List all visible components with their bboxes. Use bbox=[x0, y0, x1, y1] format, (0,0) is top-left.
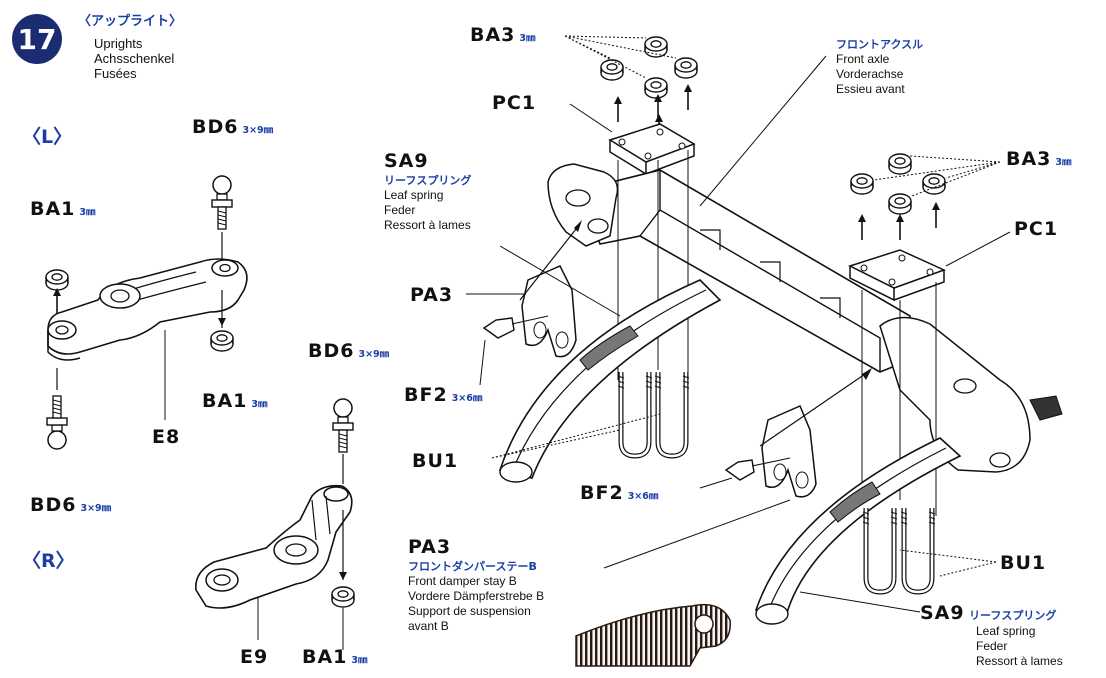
step-title-fr: Fusées bbox=[94, 66, 137, 81]
pc1-right-label: PC1 bbox=[1014, 218, 1059, 240]
step-title-jp: 〈アップライト〉 bbox=[78, 14, 183, 29]
e9-upright bbox=[195, 398, 355, 650]
step-number-badge: 17 bbox=[12, 14, 62, 64]
sa9-bottom-label: SA9 リーフスプリング Leaf spring Feder Ressort à… bbox=[920, 602, 1063, 668]
side-left-label: 〈L〉 bbox=[22, 126, 73, 148]
step-title-lines: Uprights Achsschenkel Fusées bbox=[94, 36, 174, 81]
step-title-en: Uprights bbox=[94, 36, 143, 51]
pa3-top-label: PA3 bbox=[410, 284, 454, 306]
e8-upright bbox=[45, 175, 248, 450]
front-axle-assembly bbox=[466, 35, 1063, 667]
bu1-bottom-label: BU1 bbox=[1000, 552, 1047, 574]
pa3-bottom-label: PA3 フロントダンパーステーB Front damper stay B Vor… bbox=[408, 536, 545, 633]
e9-label: E9 bbox=[240, 646, 269, 668]
side-right-label: 〈R〉 bbox=[22, 550, 75, 572]
front-axle-label: フロントアクスル Front axle Vorderachse Essieu a… bbox=[836, 38, 924, 96]
pc1-top-label: PC1 bbox=[492, 92, 537, 114]
bu1-top-label: BU1 bbox=[412, 450, 459, 472]
sa9-top-label: SA9 リーフスプリング Leaf spring Feder Ressort à… bbox=[384, 150, 472, 232]
e8-label: E8 bbox=[152, 426, 181, 448]
step-title-de: Achsschenkel bbox=[94, 51, 175, 66]
